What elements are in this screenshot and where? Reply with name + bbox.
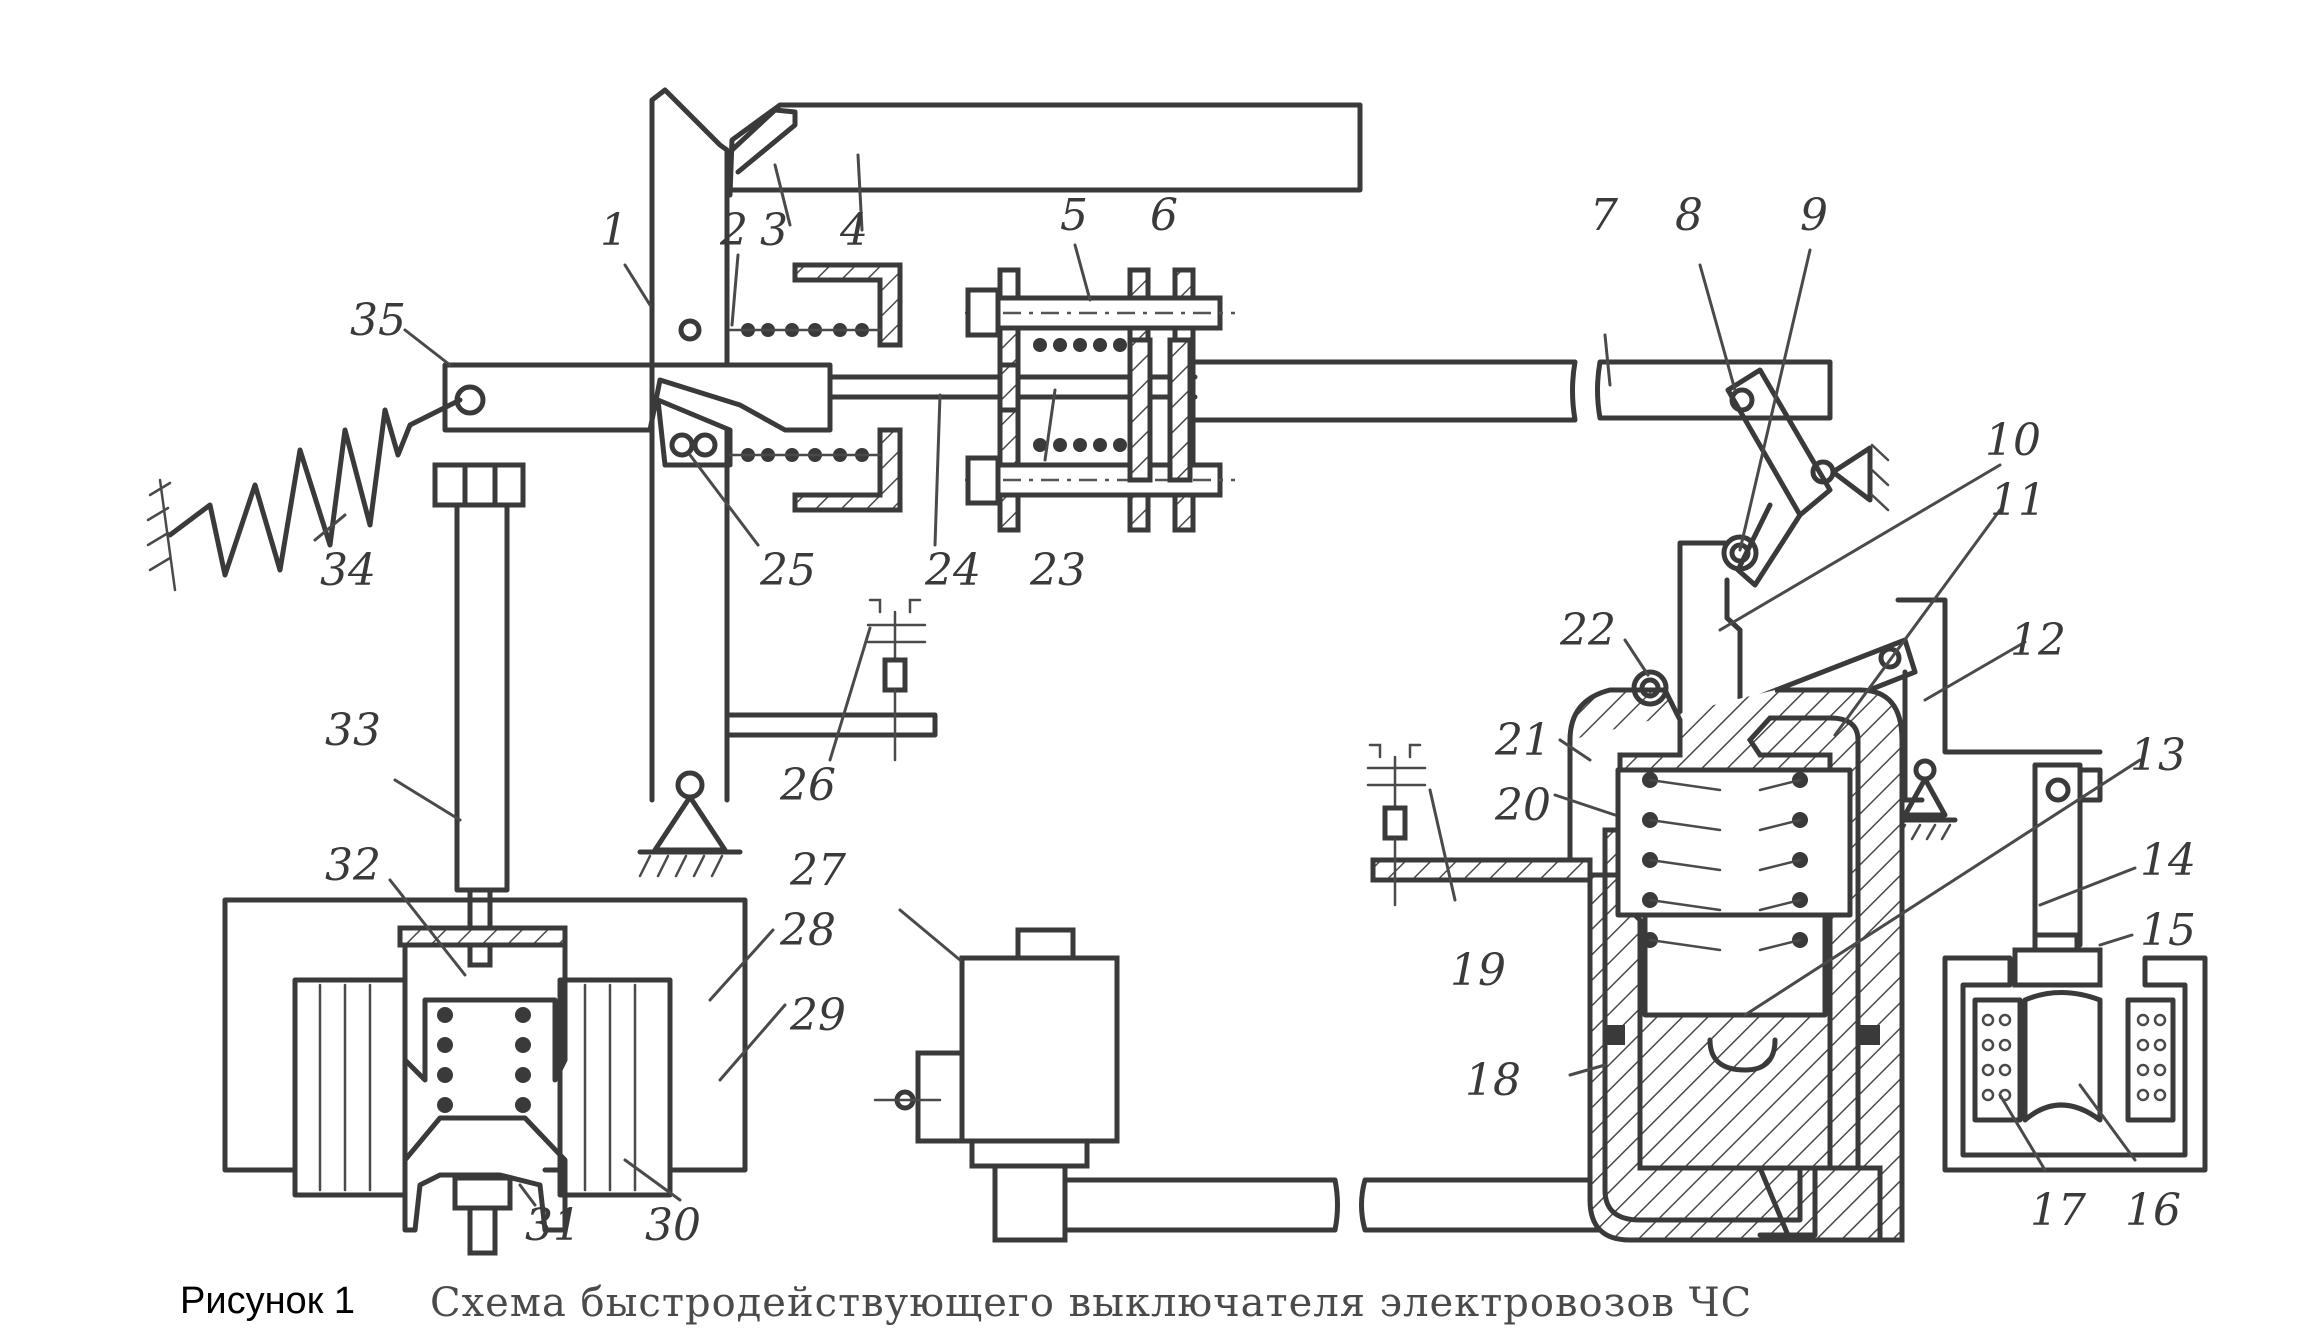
auxiliary-contact-19: [1366, 743, 1593, 907]
air-pipe: [1756, 1165, 1883, 1243]
label-28: 28: [779, 905, 836, 956]
label-10: 10: [1985, 415, 2041, 466]
label-26: 26: [779, 760, 836, 811]
latch-25: [655, 397, 733, 468]
figure-number: Рисунок 1: [180, 1280, 356, 1322]
label-7: 7: [1590, 190, 1618, 241]
piston-20: [1605, 767, 1880, 1073]
label-27: 27: [789, 845, 846, 896]
leader-lines: [313, 153, 2142, 1207]
label-15: 15: [2140, 905, 2196, 956]
coil-28: [397, 925, 568, 1113]
label-31: 31: [525, 1200, 581, 1251]
label-16: 16: [2125, 1185, 2181, 1236]
label-19: 19: [1450, 945, 1506, 996]
label-12: 12: [2010, 615, 2066, 666]
label-32: 32: [325, 840, 381, 891]
label-11: 11: [1990, 475, 2046, 526]
holding-lever-1: [649, 87, 730, 803]
auxiliary-contact-26: [724, 598, 938, 762]
label-21: 21: [1494, 715, 1551, 766]
roller-22: [1631, 669, 1669, 707]
label-30: 30: [645, 1200, 701, 1251]
part-labels: 1 2 3 4 5 6 7 8 9 10 11 12 13 14 15 16 1…: [320, 190, 2196, 1251]
magnetic-system-29: [222, 897, 748, 1198]
label-33: 33: [325, 705, 381, 756]
label-2: 2: [719, 205, 748, 256]
nut-14-15: [2012, 932, 2103, 988]
rod-33: [432, 462, 526, 968]
label-14: 14: [2140, 835, 2196, 886]
spring-34: [146, 397, 463, 592]
figure-title: Схема быстродействующего выключателя эле…: [430, 1280, 1753, 1326]
spring-2-lower: [728, 427, 903, 513]
label-13: 13: [2130, 730, 2186, 781]
moving-contact-bar-4: [727, 102, 1363, 198]
label-8: 8: [1675, 190, 1703, 241]
coil-27: [873, 927, 1793, 1243]
pivot-support-1: [637, 770, 743, 878]
label-20: 20: [1494, 780, 1551, 831]
busbar-7: [1192, 359, 1833, 423]
label-29: 29: [789, 990, 846, 1041]
label-18: 18: [1465, 1055, 1521, 1106]
label-34: 34: [320, 545, 376, 596]
label-25: 25: [759, 545, 816, 596]
label-1: 1: [600, 205, 628, 256]
trip-linkage-8-9: [1725, 367, 1890, 588]
spring-2-upper: [728, 262, 903, 348]
holding-magnet-16-17: [1942, 955, 2208, 1173]
label-23: 23: [1029, 545, 1086, 596]
label-6: 6: [1150, 190, 1178, 241]
label-3: 3: [760, 205, 788, 256]
label-9: 9: [1800, 190, 1828, 241]
flange-assembly-5-6-23: [965, 267, 1235, 533]
armature-30: [402, 1115, 568, 1256]
label-35: 35: [350, 295, 406, 346]
label-4: 4: [839, 205, 868, 256]
label-17: 17: [2030, 1185, 2086, 1236]
label-5: 5: [1060, 190, 1088, 241]
lever-12: [1895, 597, 2103, 841]
label-24: 24: [924, 545, 981, 596]
armature-lever-35: [442, 362, 833, 433]
label-22: 22: [1559, 605, 1616, 656]
